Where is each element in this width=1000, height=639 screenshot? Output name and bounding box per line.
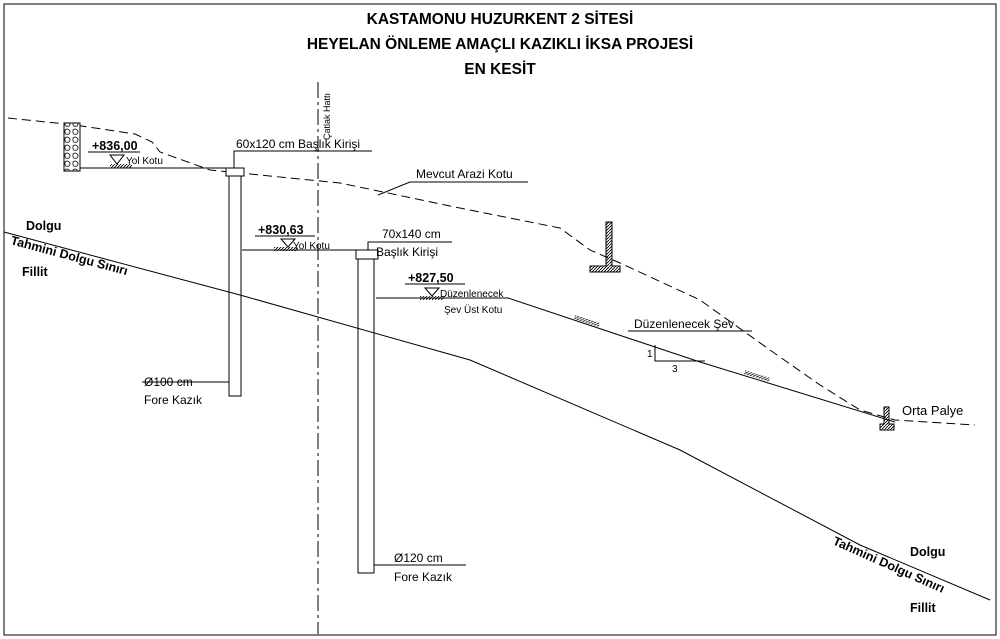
slope-top-hatch <box>420 296 444 300</box>
fillit-left-label: Fillit <box>22 265 49 279</box>
cap-beam-1-label: 60x120 cm Başlık Kirişi <box>236 137 360 151</box>
road-hatch-2 <box>274 247 298 251</box>
elev-label-836: +836,00 <box>92 139 138 153</box>
duzenlenecek-label: Düzenlenecek <box>440 289 504 300</box>
title-line-3: EN KESİT <box>464 61 536 78</box>
elev-marker-830 <box>279 238 297 248</box>
fill-boundary-line <box>3 231 991 601</box>
yol-kotu-label-2: Yol Kotu <box>293 241 330 252</box>
slope-hatch-1 <box>574 315 600 327</box>
elev-marker-836 <box>108 154 126 165</box>
capping-beam-1 <box>225 167 245 177</box>
elev-marker-827 <box>423 287 441 297</box>
elev-label-830: +830,63 <box>258 223 304 237</box>
fill-boundary-right-label: Tahmini Dolgu Sınırı <box>831 534 947 596</box>
sev-ust-kotu-label: Şev Üst Kotu <box>444 304 502 316</box>
existing-ground-leader <box>377 181 528 196</box>
pile-1-dia-label: Ø100 cm <box>144 375 193 389</box>
orta-palye-label: Orta Palye <box>902 403 963 418</box>
slope-ratio-v: 1 <box>647 349 653 360</box>
l-wall <box>589 221 621 273</box>
pile-1 <box>228 175 242 397</box>
pile-1-type-label: Fore Kazık <box>144 393 203 407</box>
existing-ground-label: Mevcut Arazi Kotu <box>416 167 513 181</box>
slope-ratio-h: 3 <box>672 364 678 375</box>
orta-palye-wall <box>879 406 895 431</box>
elev-label-827: +827,50 <box>408 271 454 285</box>
rock-wall <box>63 122 81 172</box>
capping-beam-2 <box>355 249 379 260</box>
yol-kotu-label-1: Yol Kotu <box>126 156 163 167</box>
pile-2 <box>357 258 375 574</box>
pile-2-type-label: Fore Kazık <box>394 570 453 584</box>
pile-2-dia-label: Ø120 cm <box>394 551 443 565</box>
title-line-2: HEYELAN ÖNLEME AMAÇLI KAZIKLI İKSA PROJE… <box>307 36 693 53</box>
existing-ground-line <box>7 117 976 426</box>
cap-beam-2-label-a: 70x140 cm <box>382 227 441 241</box>
dolgu-right-label: Dolgu <box>910 545 945 559</box>
drawing-frame <box>3 3 997 636</box>
fillit-right-label: Fillit <box>910 601 937 615</box>
cap-beam-2-label-b: Başlık Kirişi <box>376 245 438 259</box>
slope-hatch-2 <box>743 370 771 382</box>
dolgu-left-label: Dolgu <box>26 219 61 233</box>
title-line-1: KASTAMONU HUZURKENT 2 SİTESİ <box>367 11 634 28</box>
slope-ratio-triangle <box>654 345 705 362</box>
road-hatch-1 <box>110 164 132 168</box>
cap-beam-1-leader <box>233 150 372 168</box>
cap-beam-2-leader <box>367 241 452 250</box>
crack-line-label: Çatlak Hattı <box>322 93 332 140</box>
planned-slope-label: Düzenlenecek Şev <box>634 317 734 331</box>
